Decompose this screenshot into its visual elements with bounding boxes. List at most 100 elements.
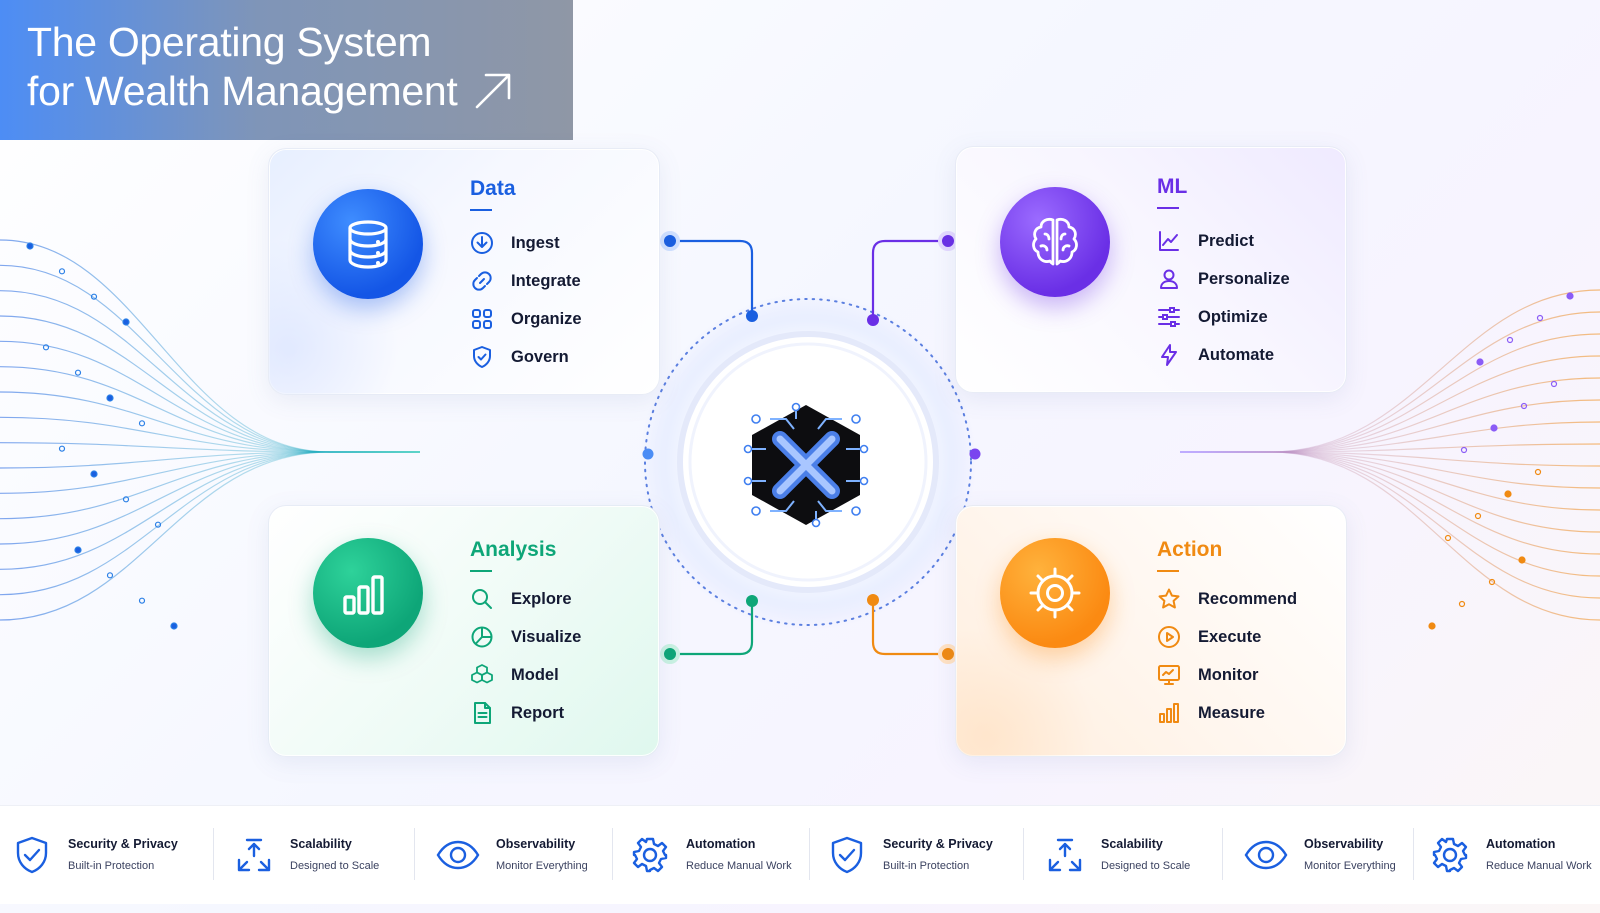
flow-dot (122, 318, 130, 326)
search-icon (469, 586, 495, 612)
ml-item-optimize[interactable]: Optimize (1156, 303, 1268, 331)
card-title-ml: ML (1157, 175, 1188, 198)
divider (1222, 828, 1223, 880)
action-item-execute[interactable]: Execute (1156, 623, 1261, 651)
analysis-item-model[interactable]: Model (469, 661, 559, 689)
item-label: Execute (1198, 627, 1262, 646)
database-icon (348, 220, 388, 269)
hub-node-left (642, 448, 654, 460)
flow-dot (58, 268, 66, 275)
user-icon (1156, 266, 1182, 292)
flow-line (1180, 451, 1600, 577)
data-item-organize[interactable]: Organize (469, 305, 582, 333)
flow-dot (1460, 446, 1468, 454)
ml-orb (1000, 187, 1110, 297)
action-orb (1000, 538, 1110, 648)
flow-dot (1428, 622, 1436, 630)
card-title-action: Action (1157, 538, 1223, 561)
flow-dot (90, 470, 98, 478)
flow-dot (1488, 578, 1496, 586)
flow-dot (90, 293, 98, 300)
hub-node-right (969, 448, 981, 460)
item-label: Automate (1198, 345, 1275, 364)
flow-dot (138, 420, 146, 427)
flow-dot (1474, 512, 1482, 520)
item-label: Govern (511, 347, 569, 366)
analysis-orb (313, 538, 423, 648)
data-item-ingest[interactable]: Ingest (469, 229, 560, 257)
card-ml[interactable]: ML Predict Personalize Optimize Automate (955, 146, 1347, 393)
connector-action (871, 600, 948, 656)
feature-name: Automation (686, 837, 756, 851)
analysis-item-report[interactable]: Report (469, 699, 564, 727)
analysis-item-explore[interactable]: Explore (469, 585, 572, 613)
feature-sub: Reduce Manual Work (686, 860, 792, 872)
feature-sub: Built-in Protection (883, 860, 970, 872)
flow-dot (1550, 380, 1558, 388)
shield-check-icon (827, 835, 867, 875)
flow-dot (1520, 402, 1528, 410)
eye-icon (1244, 835, 1288, 875)
ml-item-personalize[interactable]: Personalize (1156, 265, 1290, 293)
feature-name: Scalability (1101, 837, 1163, 851)
flow-dot (106, 394, 114, 402)
action-item-measure[interactable]: Measure (1156, 699, 1265, 727)
star-icon (1156, 586, 1182, 612)
flow-dot (1444, 534, 1452, 542)
connector-data (670, 239, 754, 316)
data-item-govern[interactable]: Govern (469, 343, 569, 371)
item-label: Model (511, 665, 559, 684)
divider (1413, 828, 1414, 880)
shield-check-icon (12, 835, 52, 875)
card-analysis[interactable]: Analysis Explore Visualize Model Report (268, 505, 660, 757)
connector-dot-data-hub (746, 310, 758, 322)
flow-line (0, 451, 420, 570)
connector-dot-ml-card (938, 231, 958, 251)
item-label: Ingest (511, 233, 560, 252)
flow-dot (42, 344, 50, 351)
connector-dot-ml-hub (867, 314, 879, 326)
item-label: Predict (1198, 231, 1254, 250)
flow-dot (138, 597, 146, 604)
flow-line (0, 264, 420, 453)
feature-name: Security & Privacy (68, 837, 178, 851)
action-item-recommend[interactable]: Recommend (1156, 585, 1297, 613)
flow-dot (122, 496, 130, 503)
action-item-monitor[interactable]: Monitor (1156, 661, 1258, 689)
gear-icon (1430, 835, 1470, 875)
connector-ml (871, 239, 948, 320)
flow-dot (154, 521, 162, 528)
shield-check-icon (469, 344, 495, 370)
grid-icon (469, 306, 495, 332)
ml-item-automate[interactable]: Automate (1156, 341, 1274, 369)
card-action[interactable]: Action Recommend Execute Monitor Measure (955, 505, 1347, 757)
feature-sub: Designed to Scale (290, 860, 380, 872)
data-item-integrate[interactable]: Integrate (469, 267, 581, 295)
flow-dot (74, 369, 82, 376)
card-glow (956, 626, 1096, 756)
connector-dot-data-card (660, 231, 680, 251)
flow-line (0, 451, 420, 621)
item-label: Visualize (511, 627, 582, 646)
card-data[interactable]: Data Ingest Integrate Organize Govern (268, 148, 660, 395)
title-banner[interactable]: The Operating System for Wealth Manageme… (0, 0, 573, 140)
connector-analysis (670, 601, 754, 656)
link-icon (469, 268, 495, 294)
monitor-icon (1156, 662, 1182, 688)
ml-item-predict[interactable]: Predict (1156, 227, 1254, 255)
title-underline (1157, 570, 1179, 572)
analysis-item-visualize[interactable]: Visualize (469, 623, 581, 651)
connector-dot-analysis-hub (746, 595, 758, 607)
item-label: Integrate (511, 271, 581, 290)
download-circle-icon (469, 230, 495, 256)
